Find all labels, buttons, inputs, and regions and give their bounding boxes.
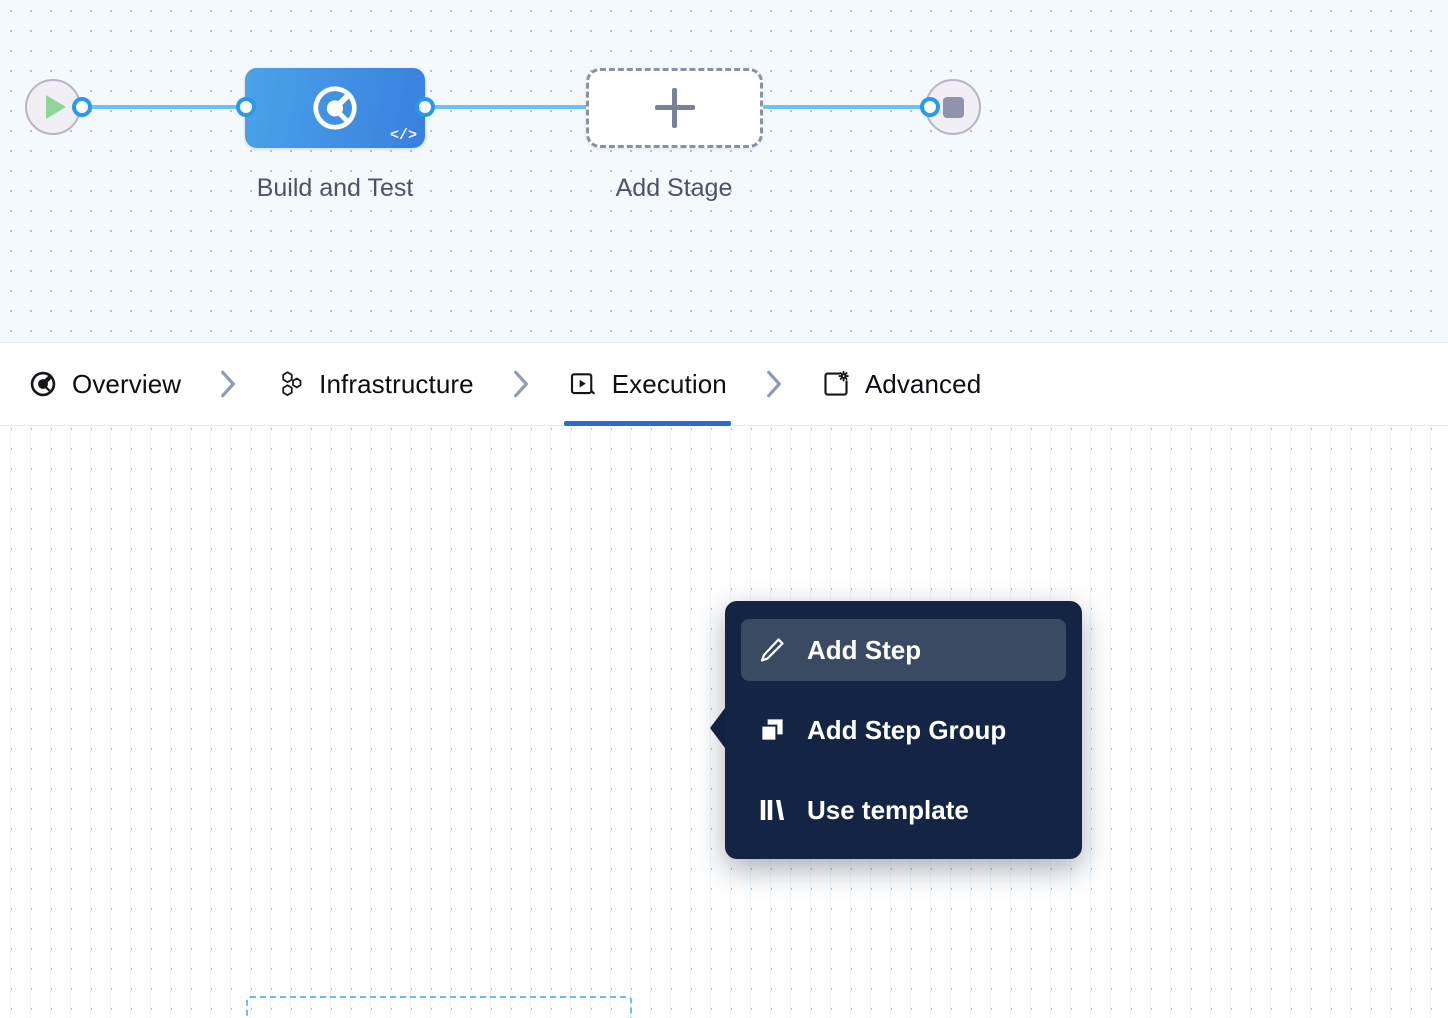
stage-config-tabbar: Overview Infrastructure <box>0 342 1448 426</box>
context-menu-item-use-template[interactable]: Use template <box>741 779 1066 841</box>
ci-build-icon <box>313 86 357 130</box>
tab-execution-label: Execution <box>611 368 727 399</box>
context-menu-item-add-step-label: Add Step <box>807 634 922 665</box>
stage-canvas[interactable]: </> Build and Test Add Stage <box>0 0 1448 342</box>
pencil-icon <box>760 638 784 662</box>
stop-square-icon <box>942 96 964 118</box>
tab-separator <box>478 342 564 426</box>
stage-node-output-port[interactable] <box>415 97 435 117</box>
tab-advanced[interactable]: Advanced <box>817 342 985 426</box>
infrastructure-hex-icon <box>282 371 302 396</box>
template-bars-icon <box>760 800 784 820</box>
chevron-right-icon <box>766 370 781 398</box>
advanced-gear-card-icon <box>824 370 849 396</box>
chevron-right-icon <box>221 370 236 398</box>
tab-separator <box>731 342 817 426</box>
end-node-input-port[interactable] <box>920 97 940 117</box>
tab-infrastructure[interactable]: Infrastructure <box>271 342 478 426</box>
add-stage-label: Add Stage <box>615 174 733 202</box>
context-menu-item-add-step-group-label: Add Step Group <box>807 714 1007 745</box>
tab-separator <box>185 342 271 426</box>
stacked-squares-icon <box>760 719 783 742</box>
tab-overview[interactable]: Overview <box>24 342 185 426</box>
edge-start-to-stage <box>86 105 256 109</box>
stage-code-badge: </> <box>389 127 417 144</box>
plus-icon <box>654 88 695 128</box>
stage-node-input-port[interactable] <box>236 97 256 117</box>
overview-icon <box>30 371 56 397</box>
pipeline-start-node[interactable] <box>25 79 81 135</box>
stage-node-label: Build and Test <box>256 174 414 202</box>
execution-play-box-icon <box>570 373 595 395</box>
context-menu-pointer <box>710 704 728 752</box>
tab-overview-label: Overview <box>72 368 182 399</box>
play-icon <box>45 95 66 119</box>
tab-infrastructure-label: Infrastructure <box>319 368 474 399</box>
edge-add-stage-to-end <box>763 105 933 109</box>
context-menu-item-use-template-label: Use template <box>807 794 969 825</box>
stage-node-build-and-test[interactable]: </> <box>245 68 425 148</box>
tab-execution[interactable]: Execution <box>563 342 731 426</box>
tab-advanced-label: Advanced <box>864 368 982 399</box>
context-menu-item-add-step[interactable]: Add Step <box>741 619 1066 681</box>
edge-stage-to-add-stage <box>430 105 588 109</box>
dependencies-group[interactable] <box>246 996 632 1018</box>
add-step-context-menu[interactable]: Add Step Add Step Group Use template <box>725 601 1082 859</box>
add-stage-node[interactable] <box>586 68 763 148</box>
context-menu-item-add-step-group[interactable]: Add Step Group <box>741 699 1066 761</box>
start-node-output-port[interactable] <box>72 97 92 117</box>
chevron-right-icon <box>513 370 528 398</box>
